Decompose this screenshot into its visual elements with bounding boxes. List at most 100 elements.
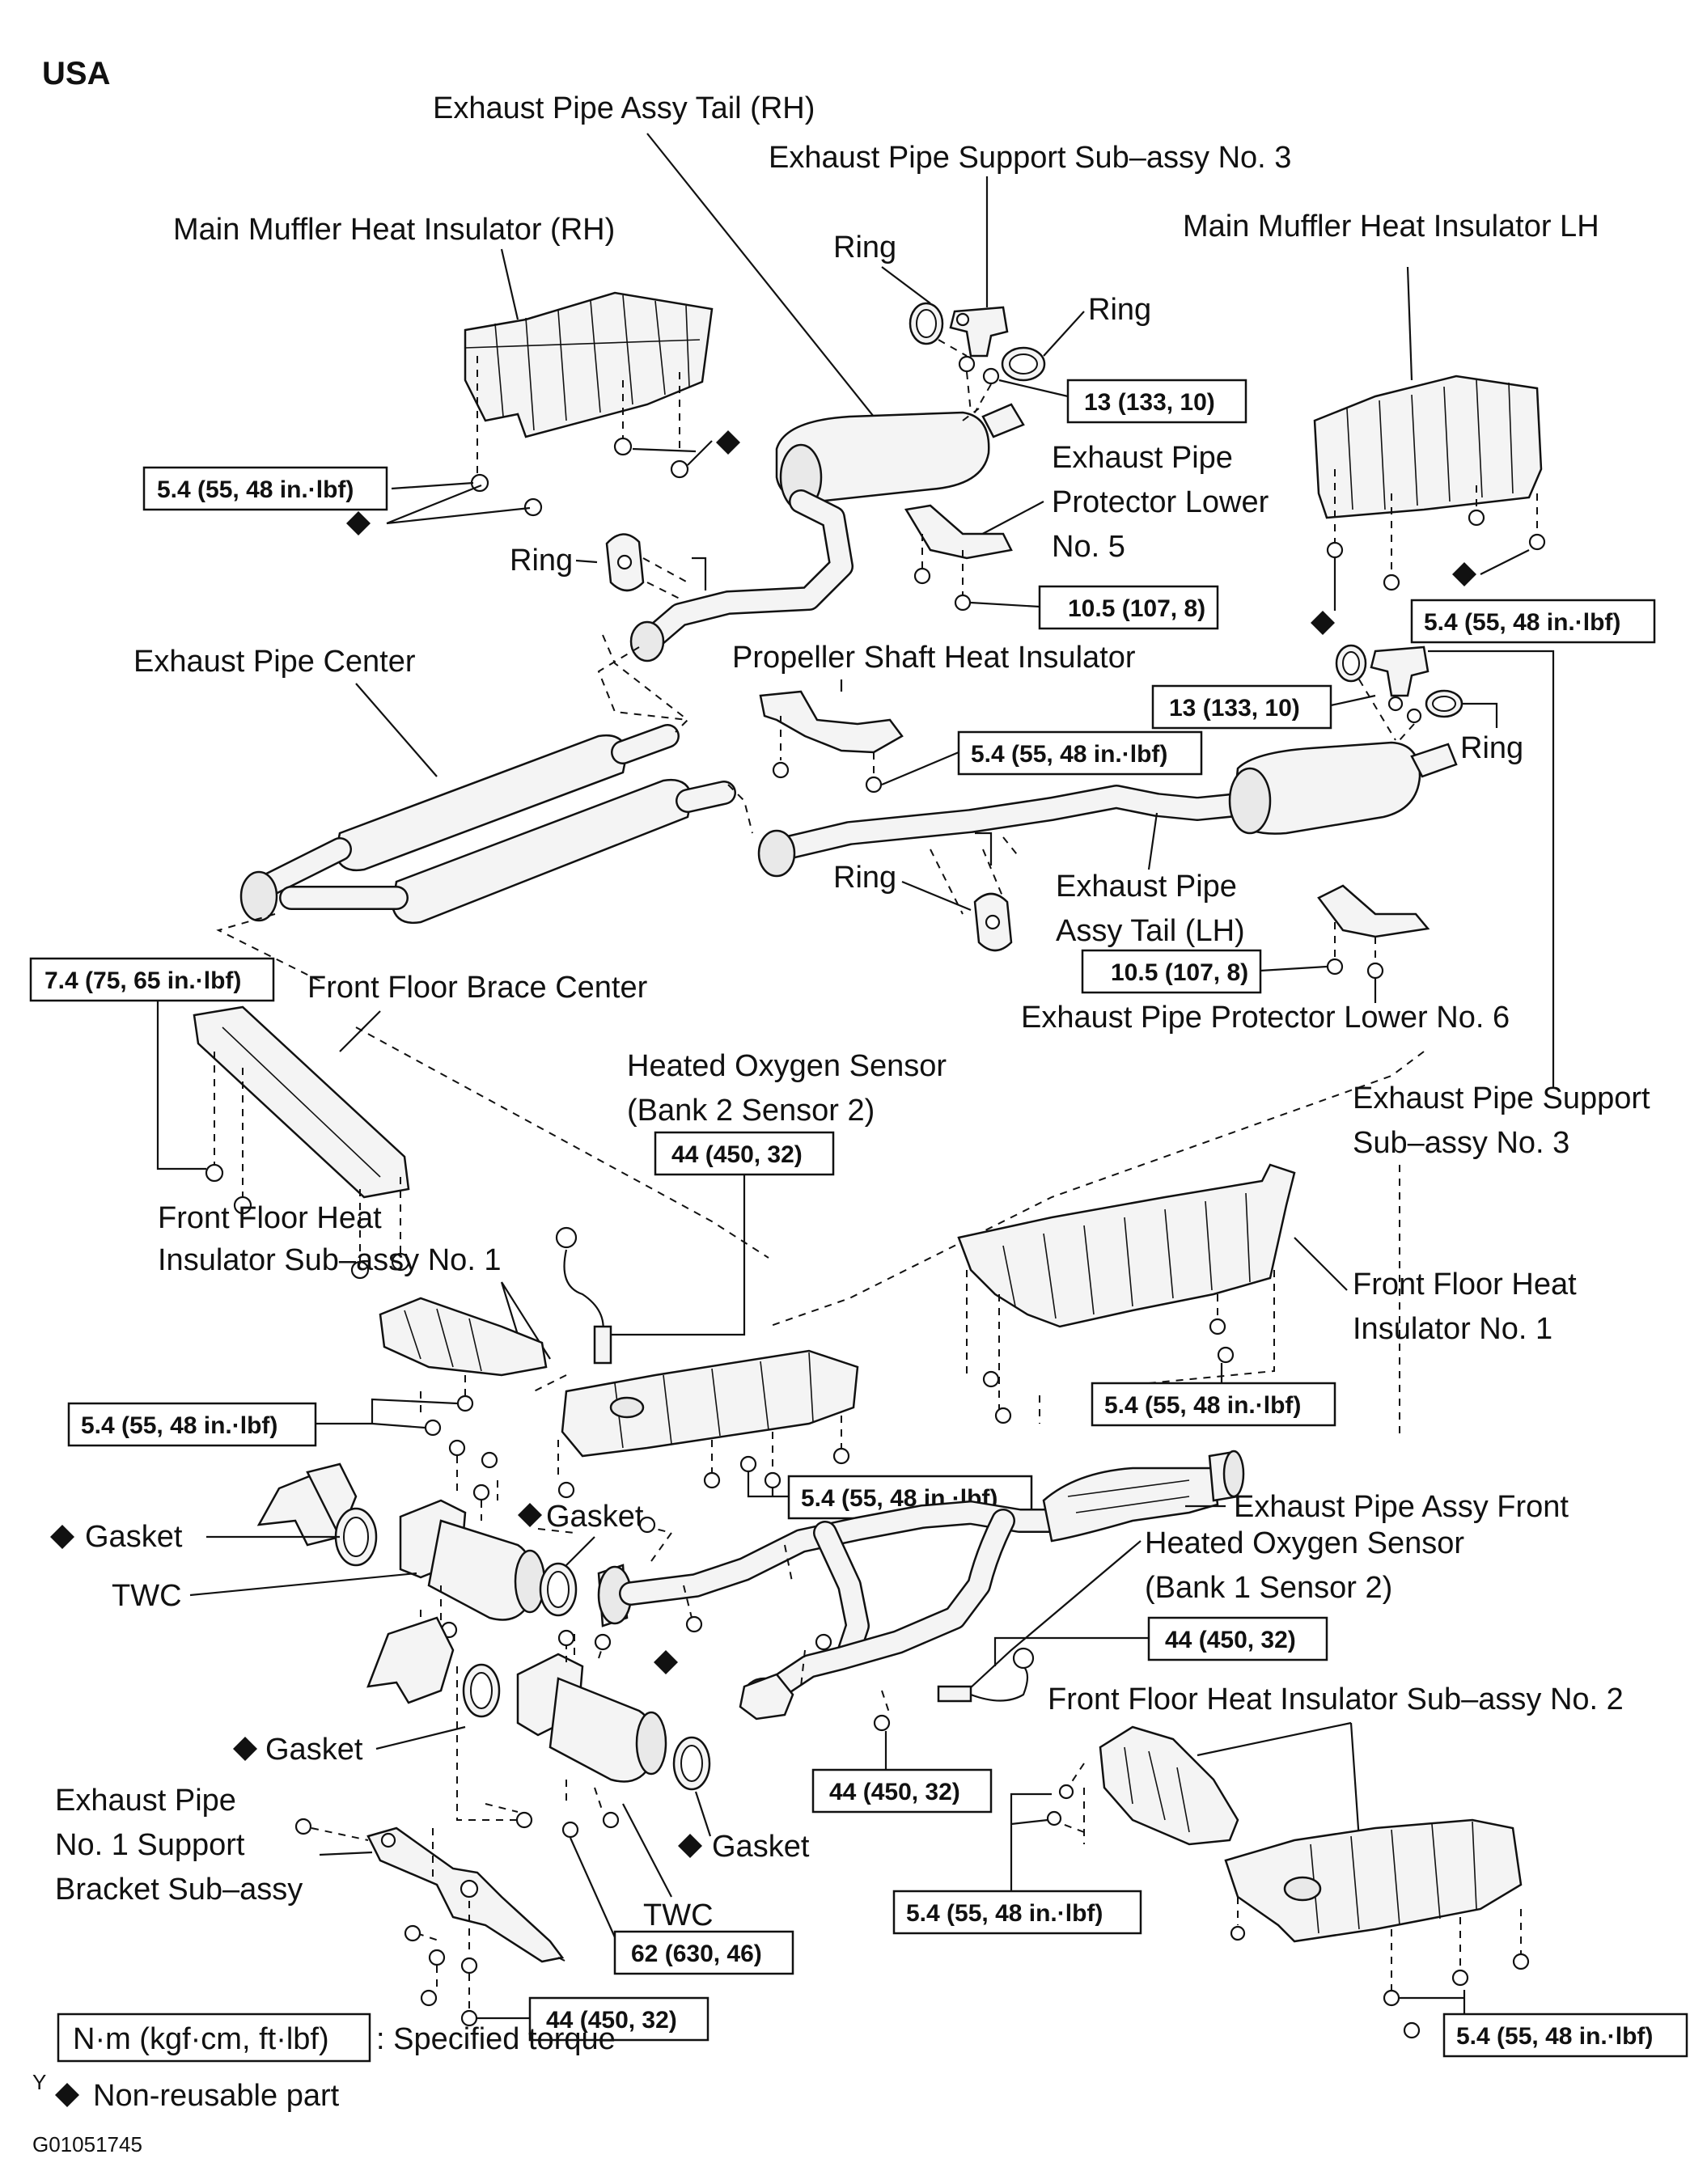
pipe-front-label: Exhaust Pipe Assy Front [1234,1490,1569,1524]
ffh-no1-label-line1: Front Floor Heat [1353,1268,1577,1302]
torque-box: 44 (450, 32) [1147,1616,1328,1661]
non-reusable-mark [346,511,371,535]
bolt [772,761,790,779]
brace-center-label: Front Floor Brace Center [307,971,648,1005]
bolt [404,1924,421,1942]
ring-hanger-part [605,533,645,592]
bolt [233,1196,252,1215]
torque-box: 7.4 (75, 65 in.·lbf) [29,957,275,1002]
non-reusable-mark [518,1503,542,1527]
legend-torque-units: N·m (kgf·cm, ft·lbf) [73,2022,329,2056]
bolt [1512,1953,1530,1970]
non-reusable-mark [654,1650,678,1674]
twc-label: TWC [643,1898,714,1932]
bolt [638,1516,656,1534]
torque-value: 5.4 (55, 48 in.·lbf) [157,476,354,503]
support-no3-right-label-line2: Sub–assy No. 3 [1353,1126,1569,1160]
support-no3-top-part [949,306,1009,358]
torque-box: 5.4 (55, 48 in.·lbf) [142,466,388,511]
bolt [954,594,972,612]
legend-torque-desc: : Specified torque [376,2022,616,2056]
hos-bank2-label-line1: Heated Oxygen Sensor [627,1049,947,1083]
support-bracket-part [366,1826,565,1963]
bolt [670,459,689,479]
torque-box: 44 (450, 32) [811,1768,993,1814]
torque-value: 5.4 (55, 48 in.·lbf) [906,1900,1103,1927]
torque-value: 7.4 (75, 65 in.·lbf) [44,967,241,994]
bolt [561,1821,579,1839]
bolt [1451,1969,1469,1987]
bolt [832,1447,850,1465]
bolt [865,776,883,794]
legend-torque: N·m (kgf·cm, ft·lbf) : Specified torque [57,2013,616,2063]
bolt [913,567,931,585]
ffh-sub1-right-part [561,1349,859,1458]
bolt [420,1989,438,2007]
protector-no6-label: Exhaust Pipe Protector Lower No. 6 [1021,1001,1510,1035]
torque-value: 44 (450, 32) [1165,1627,1296,1653]
bolt [873,1714,891,1732]
hos-bank1-label-line1: Heated Oxygen Sensor [1145,1526,1464,1560]
bolt [557,1481,575,1499]
muffler-insulator-rh-label: Main Muffler Heat Insulator (RH) [173,213,615,247]
torque-value: 13 (133, 10) [1169,695,1300,722]
non-reusable-mark [50,1525,74,1549]
bolt [594,1633,612,1651]
gasket-part [334,1507,378,1567]
ring-label: Ring [510,544,573,578]
torque-box: 13 (133, 10) [1151,684,1332,730]
bolt [703,1471,721,1489]
bolt [1468,509,1485,527]
hos-bank2-part [555,1226,612,1365]
bracket-label-line1: Exhaust Pipe [55,1784,236,1818]
bracket-label-line3: Bracket Sub–assy [55,1873,303,1907]
prop-shaft-insulator-label: Propeller Shaft Heat Insulator [732,641,1136,675]
non-reusable-mark [1452,562,1476,586]
torque-value: 13 (133, 10) [1084,389,1215,416]
tail-lh-label-line2: Assy Tail (LH) [1056,914,1245,948]
non-reusable-mark [678,1834,702,1858]
bolt [602,1811,620,1829]
torque-box: 44 (450, 32) [528,1996,709,2042]
bolt [994,1407,1012,1424]
torque-value: 44 (450, 32) [829,1779,960,1805]
figure-code: G01051745 [32,2132,142,2156]
hos-bank1-part [937,1647,1035,1703]
legend-nonreusable-desc: Non-reusable part [93,2079,340,2113]
ring-label: Ring [1460,731,1523,765]
bolt [391,1252,410,1272]
ffh-sub1-label-line1: Front Floor Heat [158,1201,382,1235]
bolt [1383,1989,1400,2007]
bolt [1326,541,1344,559]
bolt [613,437,633,456]
twc-upper-part [399,1499,546,1621]
torque-value: 5.4 (55, 48 in.·lbf) [1456,2023,1653,2050]
bolt [739,1455,757,1473]
pipe-center-label: Exhaust Pipe Center [133,645,416,679]
ring-label: Ring [833,231,896,265]
ffh-sub1-label-line2: Insulator Sub–assy No. 1 [158,1243,502,1277]
bolt [1403,2021,1421,2039]
torque-value: 5.4 (55, 48 in.·lbf) [1104,1392,1301,1419]
tail-lh-label-line1: Exhaust Pipe [1056,870,1237,904]
non-reusable-mark [716,430,740,455]
corner-mark: Y [32,2070,46,2094]
twc-label: TWC [112,1579,182,1613]
ring-label: Ring [833,861,896,895]
bolt [1406,708,1422,724]
bolt [1387,696,1404,712]
bolt [460,2009,478,2027]
ring-label: Ring [1088,293,1151,327]
tail-rh-muffler-part [629,403,1025,662]
non-reusable-mark [233,1737,257,1761]
torque-value: 44 (450, 32) [546,2007,677,2034]
torque-box: 5.4 (55, 48 in.·lbf) [1442,2013,1688,2058]
muffler-insulator-lh-label: Main Muffler Heat Insulator LH [1183,210,1599,243]
hos-bank2-label-line2: (Bank 2 Sensor 2) [627,1094,875,1128]
ring-part [1335,644,1367,683]
legend-nonreusable: Non-reusable part [55,2079,340,2113]
bolt [456,1395,474,1412]
bolt [294,1818,312,1835]
support-no3-top-label: Exhaust Pipe Support Sub–assy No. 3 [769,141,1291,175]
gasket-label: Gasket [85,1520,183,1554]
